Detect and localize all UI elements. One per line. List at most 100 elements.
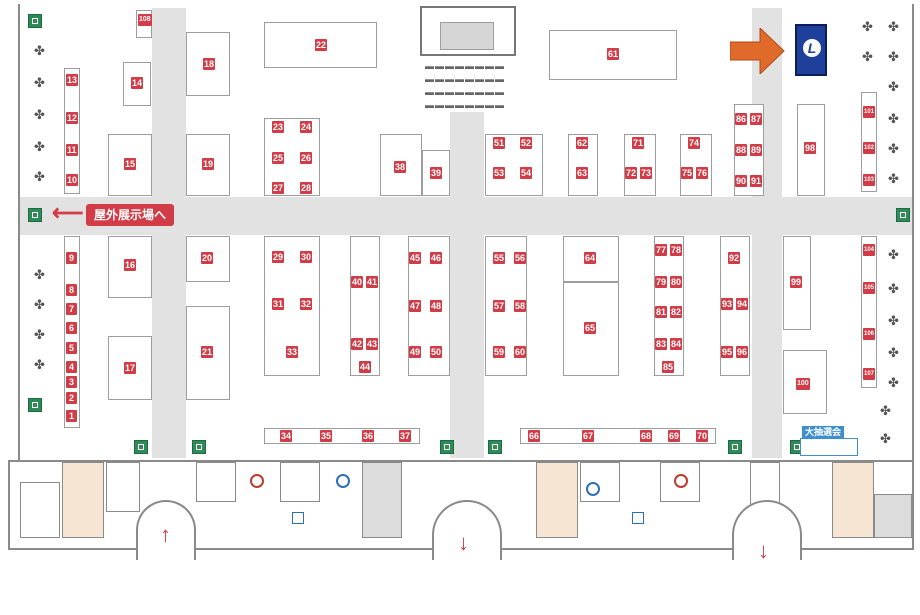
booth-label[interactable]: 18 xyxy=(203,58,216,70)
booth-label[interactable]: 34 xyxy=(280,430,293,442)
booth-label[interactable]: 75 xyxy=(681,167,694,179)
booth-label[interactable]: 57 xyxy=(493,300,506,312)
booth-label[interactable]: 19 xyxy=(202,158,215,170)
booth-label[interactable]: 29 xyxy=(272,251,285,263)
booth-label[interactable]: 46 xyxy=(430,252,443,264)
booth-label[interactable]: 52 xyxy=(520,137,533,149)
booth-label[interactable]: 56 xyxy=(514,252,527,264)
booth-label[interactable]: 92 xyxy=(728,252,741,264)
booth-label[interactable]: 8 xyxy=(66,284,77,296)
booth-label[interactable]: 10 xyxy=(66,174,79,186)
booth-label[interactable]: 20 xyxy=(201,252,214,264)
booth-label[interactable]: 1 xyxy=(66,410,77,422)
booth-label[interactable]: 61 xyxy=(607,48,620,60)
booth-label[interactable]: 41 xyxy=(366,276,379,288)
booth-label[interactable]: 23 xyxy=(272,121,285,133)
booth-label[interactable]: 69 xyxy=(668,430,681,442)
booth-label[interactable]: 79 xyxy=(655,276,668,288)
booth-label[interactable]: 45 xyxy=(409,252,422,264)
booth-label[interactable]: 78 xyxy=(670,244,683,256)
booth-label[interactable]: 27 xyxy=(272,182,285,194)
booth-label[interactable]: 53 xyxy=(493,167,506,179)
booth-label[interactable]: 100 xyxy=(796,378,810,390)
booth-label[interactable]: 95 xyxy=(721,346,734,358)
booth-label[interactable]: 88 xyxy=(735,144,748,156)
booth-label[interactable]: 90 xyxy=(735,175,748,187)
booth-label[interactable]: 44 xyxy=(359,361,372,373)
booth-label[interactable]: 37 xyxy=(399,430,412,442)
booth-label[interactable]: 81 xyxy=(655,306,668,318)
booth-label[interactable]: 101 xyxy=(863,106,876,118)
booth-label[interactable]: 68 xyxy=(640,430,653,442)
booth-label[interactable]: 40 xyxy=(351,276,364,288)
booth-label[interactable]: 85 xyxy=(662,361,675,373)
booth-label[interactable]: 94 xyxy=(736,298,749,310)
booth-label[interactable]: 47 xyxy=(409,300,422,312)
booth-label[interactable]: 43 xyxy=(366,338,379,350)
booth-label[interactable]: 71 xyxy=(632,137,645,149)
booth-label[interactable]: 39 xyxy=(430,167,443,179)
booth-label[interactable]: 82 xyxy=(670,306,683,318)
booth-label[interactable]: 54 xyxy=(520,167,533,179)
booth-label[interactable]: 38 xyxy=(394,161,407,173)
booth-label[interactable]: 32 xyxy=(300,298,313,310)
booth-label[interactable]: 22 xyxy=(315,39,328,51)
booth-label[interactable]: 13 xyxy=(66,74,79,86)
booth-label[interactable]: 89 xyxy=(750,144,763,156)
booth-label[interactable]: 104 xyxy=(863,244,876,256)
booth-label[interactable]: 73 xyxy=(640,167,653,179)
booth-label[interactable]: 5 xyxy=(66,342,77,354)
booth-label[interactable]: 11 xyxy=(66,144,78,156)
booth-label[interactable]: 26 xyxy=(300,152,313,164)
booth-label[interactable]: 36 xyxy=(362,430,375,442)
booth-label[interactable]: 7 xyxy=(66,303,77,315)
booth-label[interactable]: 62 xyxy=(576,137,589,149)
booth-label[interactable]: 83 xyxy=(655,338,668,350)
booth-label[interactable]: 24 xyxy=(300,121,313,133)
booth-label[interactable]: 77 xyxy=(655,244,668,256)
booth-label[interactable]: 74 xyxy=(688,137,701,149)
booth-label[interactable]: 42 xyxy=(351,338,364,350)
booth-label[interactable]: 106 xyxy=(863,328,876,340)
booth-label[interactable]: 103 xyxy=(863,174,876,186)
booth-label[interactable]: 96 xyxy=(736,346,749,358)
booth-label[interactable]: 67 xyxy=(582,430,595,442)
booth-label[interactable]: 9 xyxy=(66,252,77,264)
booth-label[interactable]: 21 xyxy=(201,346,214,358)
booth-label[interactable]: 16 xyxy=(124,259,137,271)
booth-label[interactable]: 84 xyxy=(670,338,683,350)
booth-label[interactable]: 58 xyxy=(514,300,527,312)
booth-label[interactable]: 31 xyxy=(272,298,285,310)
booth-label[interactable]: 93 xyxy=(721,298,734,310)
booth-label[interactable]: 70 xyxy=(696,430,709,442)
booth-label[interactable]: 12 xyxy=(66,112,79,124)
lottery-area-label[interactable]: 大抽選会 xyxy=(802,426,845,438)
outdoor-exhibit-banner[interactable]: 屋外展示場へ xyxy=(86,204,175,226)
booth-label[interactable]: 64 xyxy=(584,252,597,264)
booth-label[interactable]: 55 xyxy=(493,252,506,264)
booth-label[interactable]: 3 xyxy=(66,376,77,388)
booth-label[interactable]: 98 xyxy=(804,142,817,154)
booth-label[interactable]: 107 xyxy=(863,368,876,380)
booth-label[interactable]: 35 xyxy=(320,430,333,442)
booth-label[interactable]: 87 xyxy=(750,113,763,125)
booth-label[interactable]: 4 xyxy=(66,361,77,373)
booth-label[interactable]: 108 xyxy=(138,14,152,26)
booth-label[interactable]: 6 xyxy=(66,322,77,334)
booth-label[interactable]: 105 xyxy=(863,282,876,294)
booth-label[interactable]: 30 xyxy=(300,251,313,263)
booth-label[interactable]: 14 xyxy=(131,77,144,89)
booth-label[interactable]: 72 xyxy=(625,167,638,179)
booth-label[interactable]: 60 xyxy=(514,346,527,358)
booth-label[interactable]: 86 xyxy=(735,113,748,125)
booth-label[interactable]: 63 xyxy=(576,167,589,179)
booth-label[interactable]: 65 xyxy=(584,322,597,334)
booth-label[interactable]: 15 xyxy=(124,158,137,170)
booth-label[interactable]: 66 xyxy=(528,430,541,442)
booth-label[interactable]: 91 xyxy=(750,175,763,187)
company-logo-marker[interactable]: L xyxy=(795,24,827,76)
booth-label[interactable]: 50 xyxy=(430,346,443,358)
booth-label[interactable]: 49 xyxy=(409,346,422,358)
booth-label[interactable]: 17 xyxy=(124,362,137,374)
booth-label[interactable]: 2 xyxy=(66,392,77,404)
